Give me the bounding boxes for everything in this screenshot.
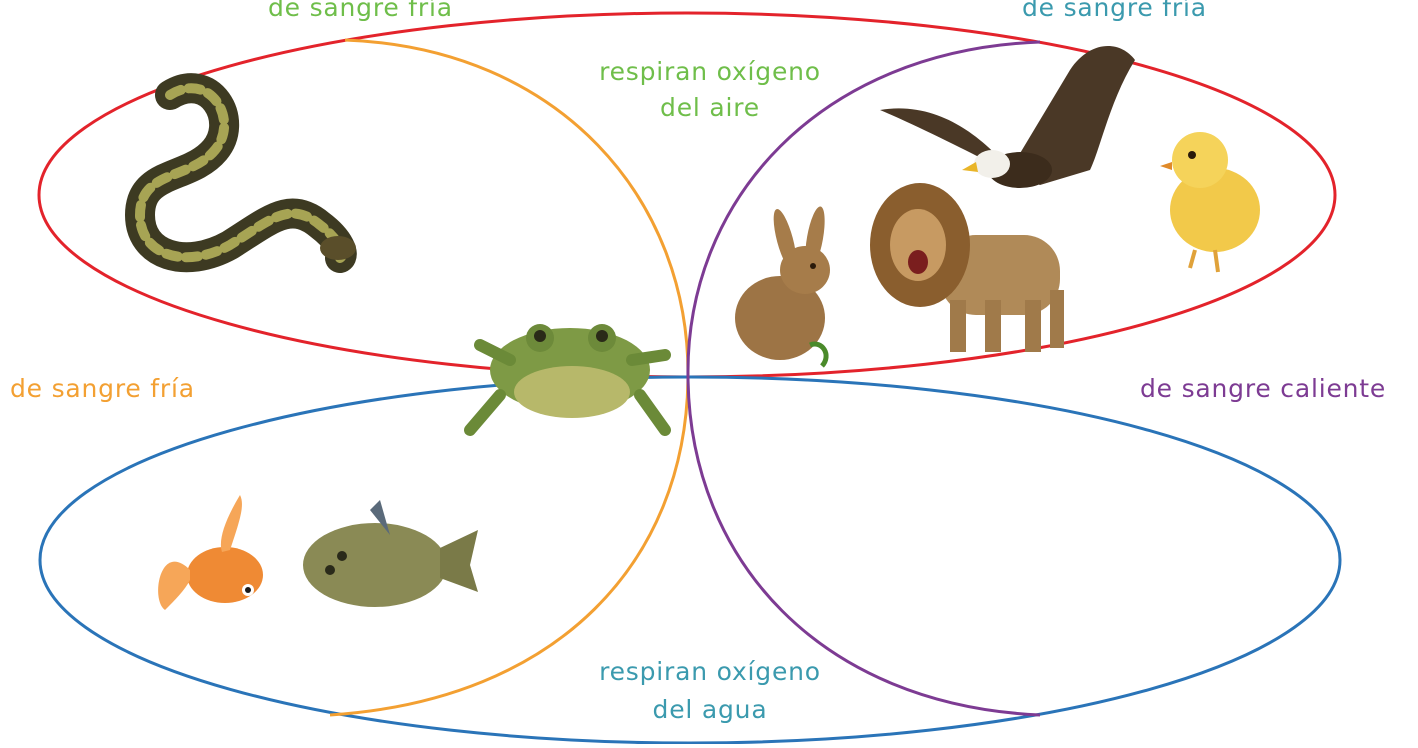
lion-icon [870, 183, 1064, 352]
label-water-breathers-line1: respiran oxígeno [599, 657, 821, 686]
label-air-breathers-line1: respiran oxígeno [599, 57, 821, 86]
chick-icon [1160, 132, 1260, 273]
label-cold-blooded: de sangre fría [10, 374, 195, 403]
label-top-left: de sangre fría [268, 0, 453, 22]
goldfish-icon [158, 495, 263, 610]
rabbit-icon [735, 206, 830, 368]
frog-icon [464, 324, 671, 436]
flounder-icon [303, 500, 478, 607]
label-top-right: de sangre fría [1022, 0, 1207, 22]
warm-blooded-circle [686, 40, 1041, 717]
label-air-breathers-line2: del aire [660, 93, 760, 122]
eagle-icon [880, 46, 1135, 188]
label-water-breathers-line2: del agua [652, 695, 768, 724]
snake-icon [124, 73, 357, 273]
label-warm-blooded: de sangre caliente [1140, 374, 1387, 403]
water-breathers-circle [38, 375, 1342, 745]
